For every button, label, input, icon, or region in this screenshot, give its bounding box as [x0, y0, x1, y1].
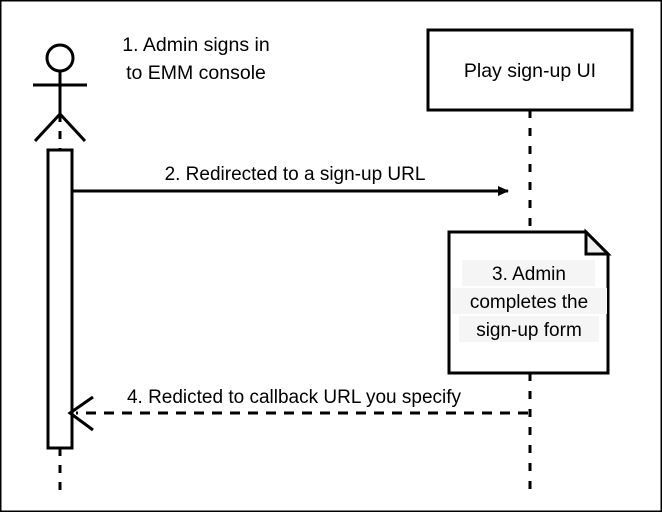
- note-label-step-3-line-1: 3. Admin: [492, 264, 566, 285]
- participant-label-play-ui: Play sign-up UI: [464, 60, 596, 82]
- note-text-highlight-2: [452, 288, 607, 314]
- annotation-step-1-line-1: 1. Admin signs in: [122, 34, 269, 56]
- note-label-step-3-line-3: sign-up form: [476, 320, 582, 341]
- note-folded-corner-icon: [584, 228, 612, 256]
- note-text-highlight-3: [459, 316, 599, 342]
- actor-left-leg-line: [33, 112, 62, 143]
- note-label-step-3-line-2: completes the: [470, 292, 588, 313]
- message-label-step-4: 4. Redicted to callback URL you specify: [127, 387, 462, 408]
- message-label-step-2: 2. Redirected to a sign-up URL: [165, 164, 426, 185]
- note-text-highlight-1: [462, 260, 595, 286]
- message-arrowhead-step-4: [67, 395, 94, 432]
- participant-box-play-ui[interactable]: [426, 28, 634, 112]
- actor-activation-bar: [46, 148, 74, 450]
- actor-admin: [33, 43, 87, 143]
- actor-right-leg-line: [58, 112, 87, 143]
- annotation-step-1-line-2: to EMM console: [126, 62, 266, 84]
- actor-head-icon: [45, 43, 75, 73]
